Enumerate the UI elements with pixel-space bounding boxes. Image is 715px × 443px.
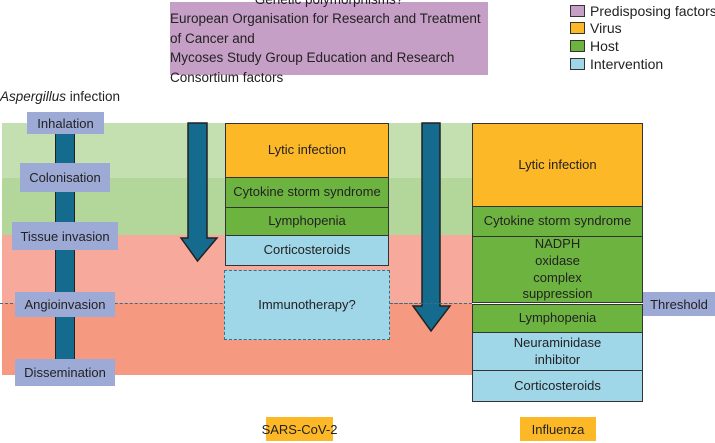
legend-item-predisposing: Predisposing factors [570,3,715,19]
infection-text: infection [66,89,121,104]
stage-colonisation: Colonisation [20,163,110,192]
influenza-label: Influenza [520,417,596,441]
stage-inhalation: Inhalation [27,112,104,134]
predisposing-line: Mycoses Study Group Education and Resear… [170,50,455,85]
infection-organism: Aspergillus [0,89,67,104]
sars-cov-2-label: SARS-CoV-2 [262,417,337,441]
sars-lytic-infection: Lytic infection [225,123,389,178]
legend-swatch [570,5,585,17]
predisposing-line: Genetic polymorphisms? [255,0,404,9]
infection-heading: Aspergillus infection [0,89,120,104]
predisposing-factors-box: Genetic polymorphisms? European Organisa… [170,0,488,85]
predisposing-line: European Organisation for Research and T… [170,11,481,46]
influenza-progression-arrow-icon [411,122,452,333]
sars-lymphopenia: Lymphopenia [225,207,389,236]
legend-item-host: Host [570,38,619,54]
influenza-corticosteroids: Corticosteroids [472,370,643,402]
legend-swatch [570,40,585,52]
stage-angioinvasion: Angioinvasion [15,292,115,317]
influenza-lytic-infection: Lytic infection [472,123,643,207]
sars-cytokine-storm: Cytokine storm syndrome [225,177,389,208]
threshold-line-mid [390,303,472,304]
influenza-neuraminidase-inhibitor: Neuraminidase inhibitor [472,332,643,371]
legend-label: Intervention [590,56,664,72]
sars-corticosteroids: Corticosteroids [225,235,389,266]
legend-label: Predisposing factors [590,3,715,19]
legend-item-intervention: Intervention [570,56,663,72]
influenza-lymphopenia: Lymphopenia [472,304,643,333]
legend-swatch [570,22,585,34]
influenza-nadph-suppression: NADPH oxidase complex suppression [472,236,643,303]
stage-dissemination: Dissemination [15,359,115,386]
legend-label: Host [590,38,619,54]
legend-item-virus: Virus [570,20,622,36]
legend-swatch [570,58,585,70]
sars-immunotherapy: Immunotherapy? [224,270,390,340]
threshold-label: Threshold [643,292,715,316]
stage-tissue-invasion: Tissue invasion [12,222,118,250]
sars-progression-arrow-icon [179,122,219,263]
influenza-cytokine-storm: Cytokine storm syndrome [472,206,643,237]
legend-label: Virus [590,20,622,36]
